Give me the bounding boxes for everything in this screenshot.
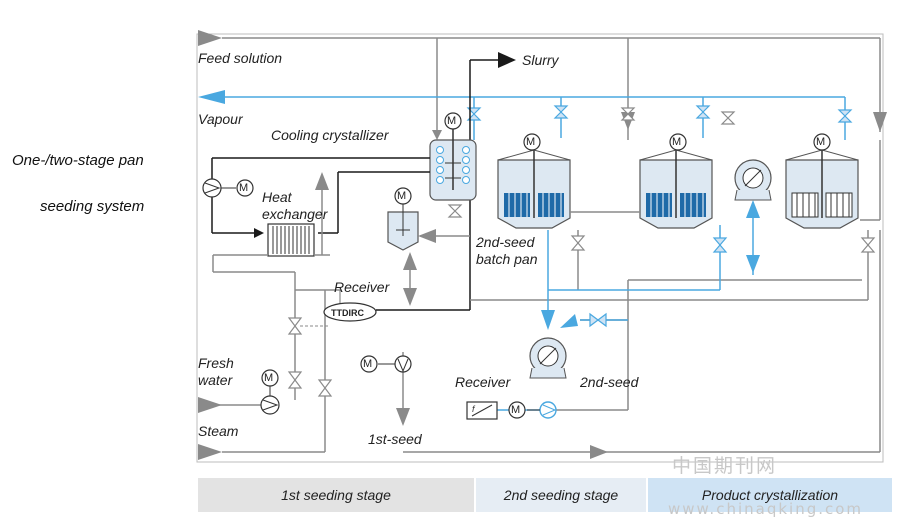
feed-solution-line [198, 30, 887, 140]
batch-pan-1 [497, 146, 571, 229]
first-seed-label: 1st-seed [368, 431, 422, 447]
utility-lines [200, 172, 340, 453]
motor-label: M [447, 115, 457, 127]
receiver-bottom-vessel [529, 337, 567, 379]
second-seed-label: 2nd-seed [580, 374, 639, 390]
motor-label: M [363, 358, 373, 370]
steam-label: Steam [198, 423, 239, 439]
first-seed-pump [378, 355, 412, 373]
feed-solution-label: Feed solution [198, 50, 283, 66]
stage-third: Product crystallization [648, 478, 892, 512]
steam-arrow [198, 444, 222, 460]
vapour-valves [466, 105, 853, 123]
blue-valves [589, 237, 728, 328]
batch-pan-label-1: 2nd-seed [476, 234, 535, 250]
circulation-pump [202, 178, 236, 198]
mixer-up-arrow [746, 200, 760, 218]
motor-label: M [511, 404, 521, 416]
watermark-url: www.chinaqking.com [668, 500, 864, 518]
side-title-line2: seeding system [40, 198, 145, 215]
motor-symbols [236, 112, 831, 419]
receiver-bottom-label: Receiver [455, 374, 511, 390]
stage-first: 1st seeding stage [198, 478, 474, 512]
slurry-label: Slurry [522, 52, 559, 68]
receiver-top-lines [396, 229, 470, 426]
fresh-water-label-2: water [198, 372, 233, 388]
motor-label: M [672, 136, 682, 148]
fresh-water-pump [260, 386, 280, 415]
vapour-label: Vapour [198, 111, 243, 127]
motor-label: M [239, 182, 249, 194]
svg-text:f: f [472, 404, 476, 414]
controller-label: TTDIRC [331, 308, 364, 318]
seed-mixer-vessel [734, 159, 772, 201]
receiver-top-vessel [387, 204, 419, 251]
second-seed-pump [527, 401, 557, 419]
mixer-down-arrow [746, 255, 760, 273]
heat-exchanger-label-2: exchanger [262, 206, 328, 222]
stage-second: 2nd seeding stage [476, 478, 646, 512]
motor-label: M [816, 136, 826, 148]
receiver-in-arrow [560, 314, 578, 328]
side-title-line1: One-/two-stage pan [12, 152, 144, 169]
batch-pan-2 [639, 146, 713, 229]
motor-label: M [397, 190, 407, 202]
diagram-frame [196, 33, 884, 463]
fresh-water-arrow [198, 397, 222, 413]
heat-exchanger-label-1: Heat [262, 189, 292, 205]
fresh-water-label-1: Fresh [198, 355, 234, 371]
heat-exchanger [267, 223, 315, 257]
frequency-drive: f [466, 401, 498, 420]
pan-valves [570, 235, 876, 253]
batch-pan-label-2: batch pan [476, 251, 538, 267]
feed-valves [447, 107, 736, 218]
motor-label: M [264, 372, 274, 384]
motor-label: M [526, 136, 536, 148]
controller-symbol [323, 290, 377, 322]
seed-down-arrow [541, 310, 555, 330]
bottom-arrow [590, 445, 608, 459]
batch-pan-3 [785, 146, 859, 229]
watermark-cn: 中国期刊网 [672, 455, 778, 477]
left-valves [287, 317, 333, 397]
cooling-crystallizer [429, 128, 477, 201]
cooling-crystallizer-label: Cooling crystallizer [271, 127, 389, 143]
receiver-top-label: Receiver [334, 279, 390, 295]
